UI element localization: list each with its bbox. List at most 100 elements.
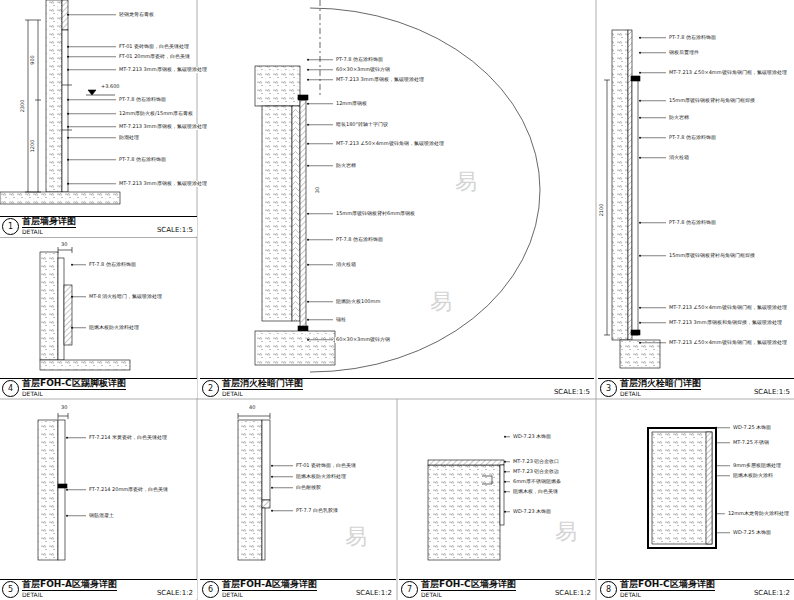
callout-text: PT-7.8 仿石涂料饰面 — [668, 135, 717, 141]
leader-dot — [639, 72, 641, 74]
callout-text: 阻燃防火板100mm — [335, 299, 381, 305]
leader-dot — [715, 442, 717, 444]
leader-dot — [67, 137, 69, 139]
callout-text: 12mm厚钢板 — [335, 101, 368, 107]
leader-dot — [715, 427, 717, 429]
detail-title: 首层FOH-A区墙身详图 — [222, 580, 317, 591]
watermark: 易 — [455, 170, 477, 194]
scale-text: SCALE:1:2 — [754, 590, 790, 598]
detail-number: 3 — [601, 381, 616, 396]
detail-number: 4 — [3, 381, 18, 396]
leader-line — [308, 124, 333, 125]
callout-text: FT-01 20mm厚瓷砖，白色美缝 — [118, 54, 191, 60]
detail-subtitle: DETAIL — [22, 391, 43, 398]
scale-text: SCALE:1:5 — [754, 389, 790, 397]
leader-line — [640, 222, 666, 223]
title-bar: 首层FOH-C区踢脚板详图DETAIL 4 — [0, 378, 197, 398]
leader-dot — [715, 465, 717, 467]
leader-dot — [715, 532, 717, 534]
leader-dot — [307, 213, 309, 215]
callout-text: 白色耐候胶 — [295, 485, 322, 491]
detail-number: 6 — [203, 582, 218, 597]
callout-text: MT-7.213 3mm厚钢板，氟碳喷涂处理 — [335, 77, 425, 83]
dimension-text: 900 — [30, 54, 36, 66]
wall-section-6 — [238, 413, 270, 560]
title-bar: 首层墙身详图DETAILSCALE:1:51 — [0, 216, 197, 236]
watermark: 易 — [555, 520, 577, 544]
leader-line — [716, 475, 730, 476]
callout-text: WD-7.23 木饰面 — [512, 509, 552, 515]
callout-text: PT-7.8 仿石涂料饰面 — [335, 57, 384, 63]
scale-text: SCALE:1:2 — [555, 590, 591, 598]
callout-text: 防潮处理 — [118, 135, 140, 141]
leader-line — [68, 69, 116, 70]
leader-dot — [67, 56, 69, 58]
leader-dot — [307, 143, 309, 145]
leader-line — [68, 99, 116, 100]
leader-dot — [307, 69, 309, 71]
leader-line — [272, 465, 293, 466]
leader-dot — [307, 79, 309, 81]
callout-text: MT-7.213 ∠50×4mm镀锌角钢，氟碳喷涂处理 — [335, 141, 445, 147]
detail-subtitle: DETAIL — [620, 592, 641, 599]
detail-number: 2 — [203, 381, 218, 396]
callout-text: MT-7.213 3mm厚钢板和角钢焊接，氟碳喷涂处理 — [668, 320, 783, 326]
wall-section-7 — [428, 460, 504, 560]
callout-text: 阻燃木板防火涂料处理 — [88, 325, 140, 331]
leader-dot — [71, 264, 73, 266]
leader-dot — [639, 157, 641, 159]
leader-dot — [639, 52, 641, 54]
leader-dot — [639, 255, 641, 257]
callout-text: PT-7.8 仿石涂料饰面 — [668, 220, 717, 226]
leader-dot — [71, 296, 73, 298]
detail-title: 首层FOH-C区墙身详图 — [620, 580, 715, 591]
detail-number-circle: 4 — [2, 380, 19, 397]
scale-text: SCALE:1:5 — [554, 389, 590, 397]
leader-line — [72, 296, 86, 297]
leader-dot — [504, 461, 506, 463]
leader-dot — [504, 471, 506, 473]
callout-text: MT-7.213 3mm厚钢板，氟碳喷涂处理 — [118, 124, 208, 130]
detail-subtitle: DETAIL — [22, 592, 43, 599]
title-bar: 首层FOH-C区墙身详图DETAILSCALE:1:28 — [598, 579, 794, 599]
leader-dot — [639, 222, 641, 224]
leader-dot — [67, 183, 69, 185]
leader-dot — [307, 319, 309, 321]
leader-dot — [639, 117, 641, 119]
callout-text: 消火栓箱 — [668, 155, 690, 161]
leader-line — [640, 72, 666, 73]
leader-dot — [307, 59, 309, 61]
leader-line — [640, 117, 666, 118]
leader-line — [68, 56, 116, 57]
leader-dot — [307, 239, 309, 241]
leader-dot — [639, 137, 641, 139]
callout-text: FT-01 瓷砖饰面，白色美缝处理 — [118, 44, 190, 50]
detail-title: 首层消火栓暗门详图 — [620, 379, 701, 390]
callout-text: MT-7.213 ∠50×4mm镀锌角钢门框，氟碳喷涂处理 — [668, 340, 788, 346]
callout-text: WD-7.25 木饰面 — [732, 530, 772, 536]
leader-line — [272, 510, 293, 511]
leader-dot — [307, 165, 309, 167]
detail-subtitle: DETAIL — [222, 391, 243, 398]
callout-text: FT-7.214 米黄瓷砖，白色美缝处理 — [88, 435, 168, 441]
leader-line — [67, 489, 86, 490]
leader-dot — [67, 99, 69, 101]
leader-dot — [715, 475, 717, 477]
detail-subtitle: DETAIL — [421, 592, 442, 599]
wall-section-5 — [38, 413, 68, 560]
detail-subtitle: DETAIL — [620, 391, 641, 398]
leader-dot — [307, 264, 309, 266]
leader-line — [505, 471, 510, 472]
callout-text: 消火栓箱 — [335, 262, 357, 268]
leader-line — [308, 69, 333, 70]
leader-line — [505, 436, 510, 437]
detail-title: 首层FOH-C区踢脚板详图 — [22, 379, 126, 390]
leader-line — [308, 339, 333, 340]
dimension-text: 30 — [60, 242, 68, 248]
scale-text: SCALE:1:2 — [356, 590, 392, 598]
leader-dot — [504, 436, 506, 438]
callout-text: 阻燃木板，白色美缝 — [512, 489, 559, 495]
callout-text: PT-7.8 仿石涂料饰面 — [335, 237, 384, 243]
